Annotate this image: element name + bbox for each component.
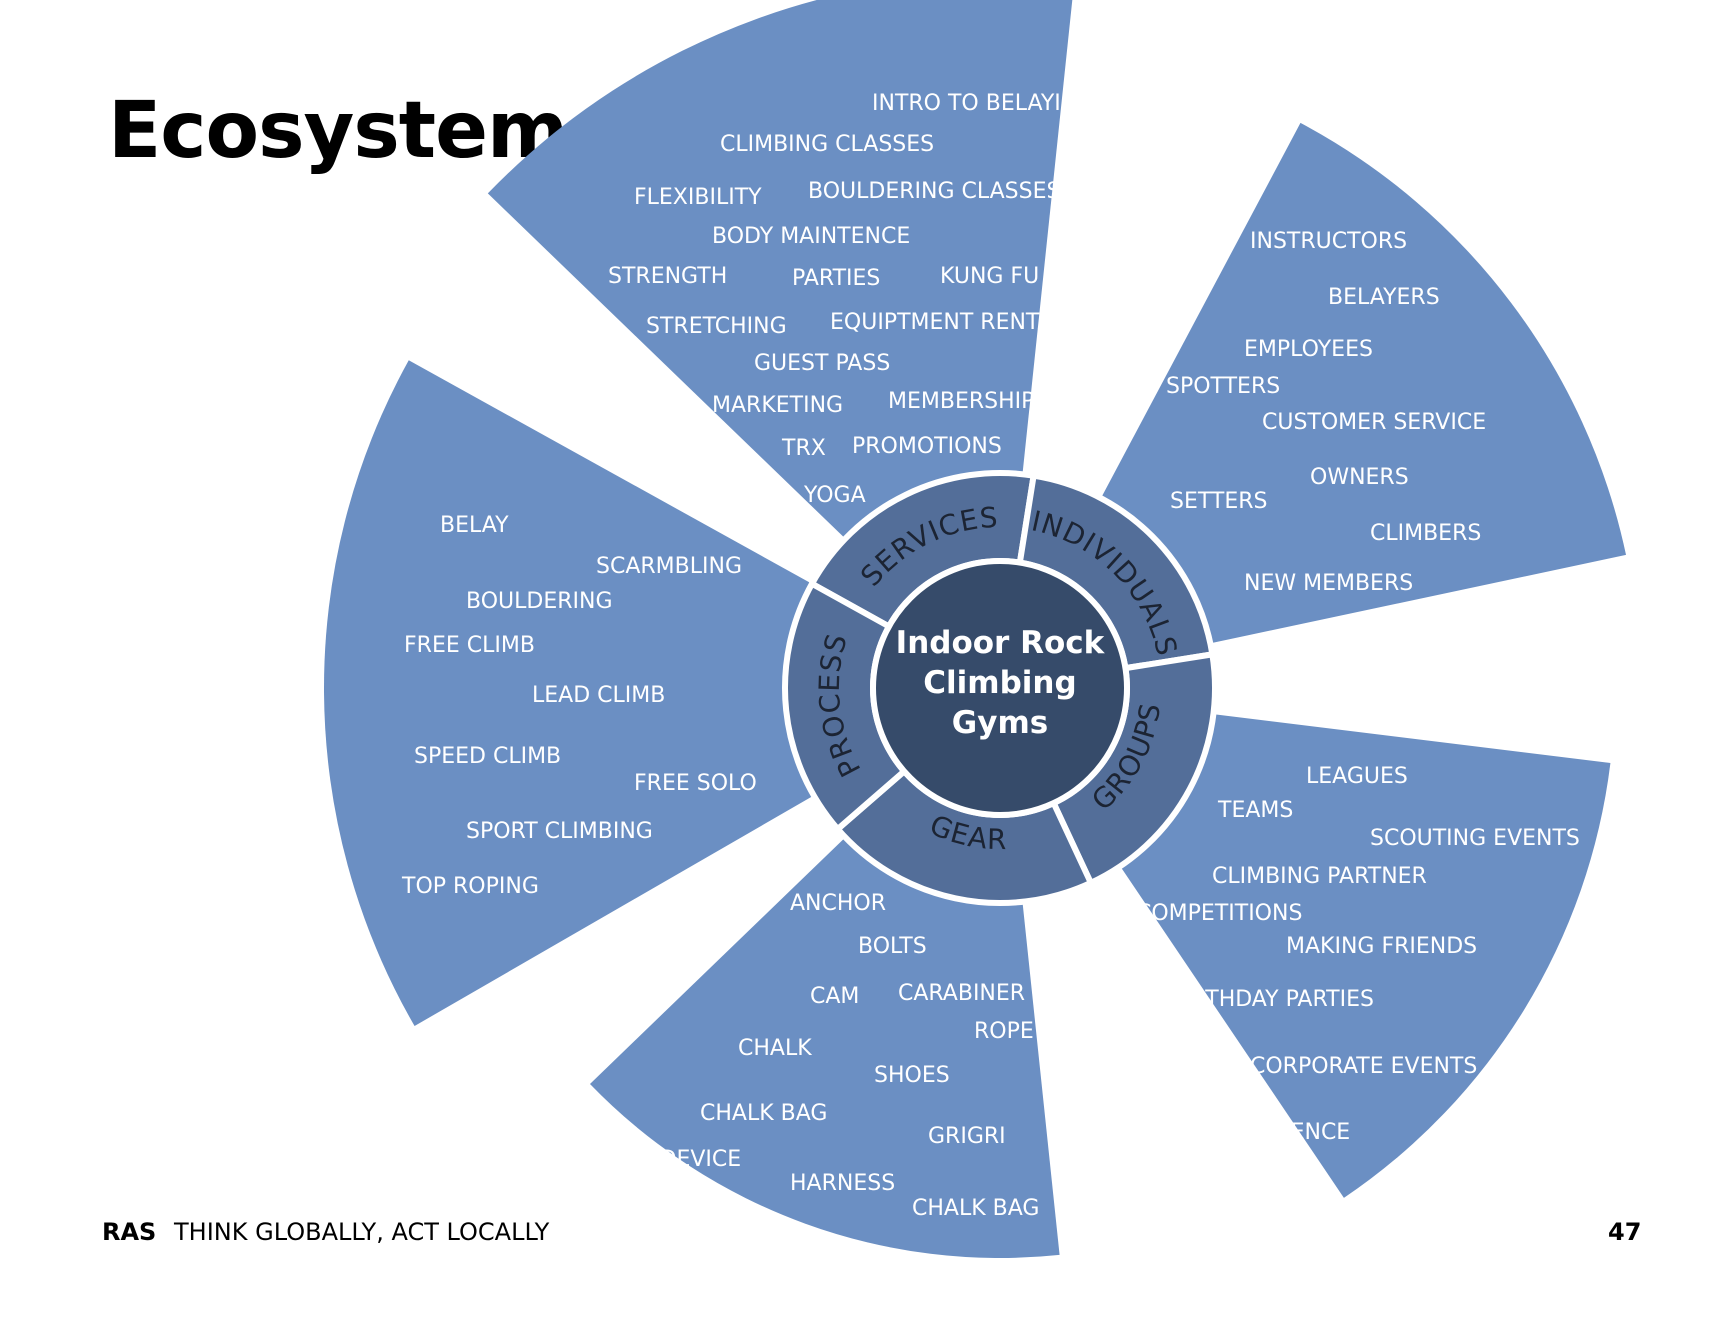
services-item: PARTIES <box>792 266 880 291</box>
services-item: BOULDERING CLASSES <box>808 179 1060 204</box>
individuals-item: OWNERS <box>1310 465 1409 490</box>
groups-item: AUDIENCE <box>1236 1120 1350 1145</box>
center-label: Climbing <box>923 665 1076 701</box>
gear-item: BOLTS <box>858 934 927 959</box>
individuals-item: EMPLOYEES <box>1244 337 1373 362</box>
individuals-item: BELAYERS <box>1328 285 1440 310</box>
gear-item: CAM <box>810 984 859 1009</box>
gear-item: ANCHOR <box>790 891 886 916</box>
services-item: TRX <box>781 436 826 461</box>
gear-item: BELAY DEVICE <box>584 1147 741 1172</box>
footer-brand: RAS <box>102 1218 157 1246</box>
gear-item: JUGS <box>756 1225 812 1250</box>
process-item: SPEED CLIMB <box>414 744 561 769</box>
services-item: GUEST PASS <box>754 351 890 376</box>
services-item: FLEXIBILITY <box>634 185 762 210</box>
services-item: EQUIPTMENT RENTAL <box>830 310 1066 335</box>
gear-item: ROPE <box>974 1019 1034 1044</box>
individuals-item: SETTERS <box>1170 489 1268 514</box>
individuals-item: NEW MEMBERS <box>1244 571 1413 596</box>
gear-item: CHALK BAG <box>912 1196 1039 1221</box>
services-item: MEMBERSHIPS <box>888 389 1048 414</box>
groups-item: TEAMS <box>1217 798 1293 823</box>
services-item: STRENGTH <box>608 264 727 289</box>
services-item: STRETCHING <box>646 314 787 339</box>
center-label: Gyms <box>952 705 1048 741</box>
services-item: BODY MAINTENCE <box>712 224 910 249</box>
services-item: KUNG FU <box>940 264 1039 289</box>
center-hub <box>870 558 1130 818</box>
groups-item: MAKING FRIENDS <box>1286 934 1477 959</box>
groups-item: LEAGUES <box>1306 764 1408 789</box>
process-item: FREE CLIMB <box>404 633 535 658</box>
services-item: MARKETING <box>712 393 843 418</box>
page-number: 47 <box>1608 1218 1642 1246</box>
individuals-item: SPOTTERS <box>1166 374 1280 399</box>
individuals-item: INSTRUCTORS <box>1250 229 1407 254</box>
groups-item: SCOUTING EVENTS <box>1370 826 1580 851</box>
gear-item: HARNESS <box>790 1171 895 1196</box>
services-item: YOGA <box>803 483 866 508</box>
wedge-process <box>323 360 1000 1027</box>
services-item: INTRO TO BELAYING <box>872 91 1094 116</box>
gear-item: CHALK BAG <box>700 1101 827 1126</box>
page-title: Ecosystem <box>108 86 568 176</box>
center-label: Indoor Rock <box>896 625 1106 661</box>
groups-item: BIRTHDAY PARTIES <box>1170 987 1374 1012</box>
process-item: FREE SOLO <box>634 771 757 796</box>
gear-item: PADS <box>972 1263 1030 1288</box>
process-item: LEAD CLIMB <box>532 683 665 708</box>
process-item: SCARMBLING <box>596 554 742 579</box>
gear-item: GRIGRI <box>928 1124 1006 1149</box>
gear-item: CHALK <box>738 1036 812 1061</box>
groups-item: CORPORATE EVENTS <box>1250 1054 1477 1079</box>
groups-item: CLIMBING PARTNER <box>1212 864 1427 889</box>
services-item: PROMOTIONS <box>852 434 1002 459</box>
gear-item: CARABINER <box>898 981 1025 1006</box>
gear-item: SHOES <box>874 1063 950 1088</box>
individuals-item: CUSTOMER SERVICE <box>1262 410 1486 435</box>
process-item: TOP ROPING <box>401 874 539 899</box>
process-item: BELAY <box>440 513 509 538</box>
individuals-item: CLIMBERS <box>1370 521 1481 546</box>
process-item: BOULDERING <box>466 589 613 614</box>
footer-tagline: THINK GLOBALLY, ACT LOCALLY <box>174 1218 550 1246</box>
groups-item: COMPETITIONS <box>1136 901 1302 926</box>
services-item: CLIMBING CLASSES <box>720 132 934 157</box>
process-item: SPORT CLIMBING <box>466 819 653 844</box>
